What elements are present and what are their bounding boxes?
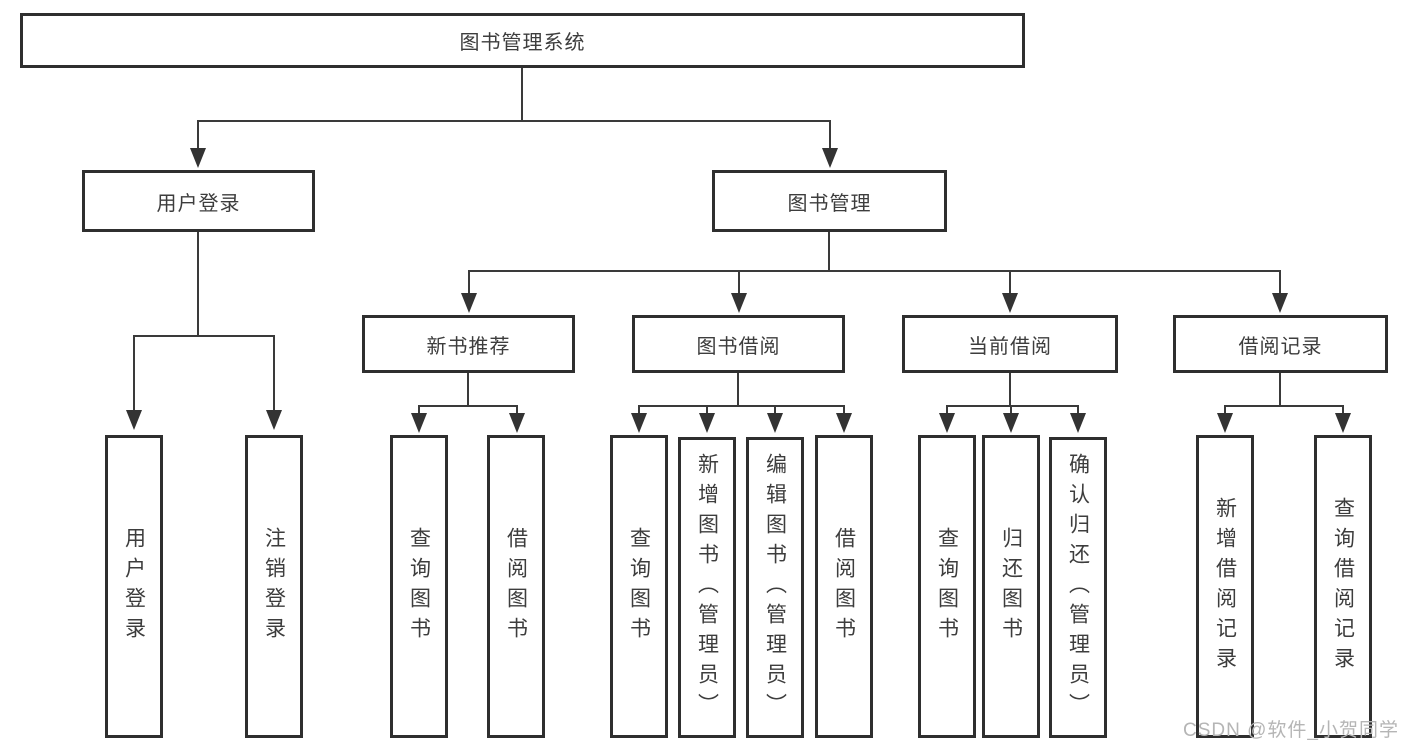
node-book-management-system: 图书管理系统 [20, 13, 1025, 68]
leaf-add-books-admin: 新增图书（管理员） [678, 437, 736, 738]
connector-borrowing-drop2 [706, 405, 708, 415]
connector-borrowing-stem [737, 373, 739, 405]
connector-newbook-drop2 [516, 405, 518, 415]
arrowhead-icon [767, 413, 783, 433]
connector-current-rail [946, 405, 1079, 407]
connector-records-rail [1224, 405, 1344, 407]
connector-bookmgmt-drop4 [1279, 270, 1281, 295]
connector-newbook-stem [467, 373, 469, 405]
arrowhead-icon [822, 148, 838, 168]
connector-userlogin-drop2 [273, 335, 275, 412]
arrowhead-icon [1217, 413, 1233, 433]
leaf-query-books-current: 查询图书 [918, 435, 976, 738]
arrowhead-icon [731, 293, 747, 313]
leaf-logout: 注销登录 [245, 435, 303, 738]
connector-current-stem [1009, 373, 1011, 405]
connector-current-drop1 [946, 405, 948, 415]
arrowhead-icon [939, 413, 955, 433]
arrowhead-icon [126, 410, 142, 430]
arrowhead-icon [509, 413, 525, 433]
node-book-borrowing: 图书借阅 [632, 315, 845, 373]
node-borrowing-records: 借阅记录 [1173, 315, 1388, 373]
connector-borrowing-rail [638, 405, 845, 407]
connector-records-stem [1279, 373, 1281, 405]
arrowhead-icon [1070, 413, 1086, 433]
csdn-watermark: CSDN @软件_小贺同学 [1183, 720, 1399, 741]
connector-bookmgmt-drop3 [1009, 270, 1011, 295]
leaf-edit-books-admin: 编辑图书（管理员） [746, 437, 804, 738]
connector-bookmgmt-rail [468, 270, 1281, 272]
connector-root-rail [197, 120, 831, 122]
arrowhead-icon [266, 410, 282, 430]
connector-bookmgmt-drop1 [468, 270, 470, 295]
arrowhead-icon [190, 148, 206, 168]
connector-userlogin-drop1 [133, 335, 135, 412]
leaf-borrow-books-recommend: 借阅图书 [487, 435, 545, 738]
node-book-management: 图书管理 [712, 170, 947, 232]
leaf-return-books: 归还图书 [982, 435, 1040, 738]
arrowhead-icon [411, 413, 427, 433]
leaf-borrow-books: 借阅图书 [815, 435, 873, 738]
connector-userlogin-stem [197, 232, 199, 335]
leaf-query-borrow-record: 查询借阅记录 [1314, 435, 1372, 738]
node-user-login: 用户登录 [82, 170, 315, 232]
connector-current-drop2 [1010, 405, 1012, 415]
connector-borrowing-drop1 [638, 405, 640, 415]
leaf-user-login: 用户登录 [105, 435, 163, 738]
node-new-book-recommend: 新书推荐 [362, 315, 575, 373]
arrowhead-icon [1272, 293, 1288, 313]
arrowhead-icon [461, 293, 477, 313]
arrowhead-icon [699, 413, 715, 433]
connector-root-stem [521, 68, 523, 120]
connector-borrowing-drop4 [843, 405, 845, 415]
node-current-borrowing: 当前借阅 [902, 315, 1118, 373]
connector-userlogin-rail [133, 335, 275, 337]
connector-newbook-drop1 [418, 405, 420, 415]
connector-records-drop2 [1342, 405, 1344, 415]
connector-newbook-rail [418, 405, 518, 407]
leaf-query-books-recommend: 查询图书 [390, 435, 448, 738]
arrowhead-icon [1003, 413, 1019, 433]
arrowhead-icon [631, 413, 647, 433]
leaf-confirm-return-admin: 确认归还（管理员） [1049, 437, 1107, 738]
connector-root-drop-right [829, 120, 831, 150]
leaf-query-books-borrowing: 查询图书 [610, 435, 668, 738]
connector-current-drop3 [1077, 405, 1079, 415]
arrowhead-icon [836, 413, 852, 433]
arrowhead-icon [1002, 293, 1018, 313]
connector-records-drop1 [1224, 405, 1226, 415]
connector-root-drop-left [197, 120, 199, 150]
connector-bookmgmt-stem [828, 232, 830, 270]
arrowhead-icon [1335, 413, 1351, 433]
connector-bookmgmt-drop2 [738, 270, 740, 295]
connector-borrowing-drop3 [774, 405, 776, 415]
leaf-add-borrow-record: 新增借阅记录 [1196, 435, 1254, 738]
